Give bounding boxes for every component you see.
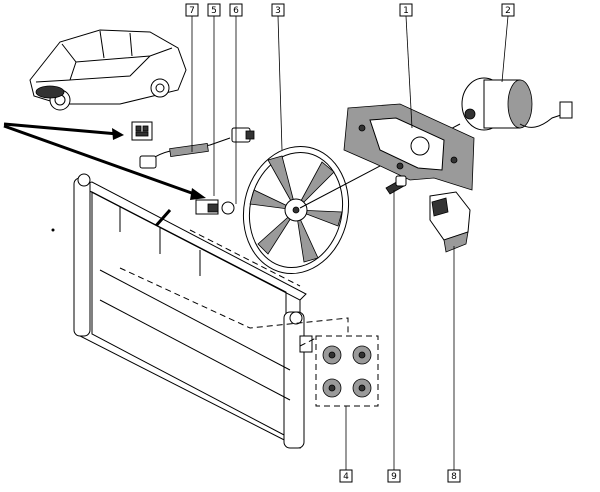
callout-1: 1 bbox=[399, 3, 413, 17]
screw bbox=[385, 175, 407, 195]
fan-assembly bbox=[242, 145, 350, 275]
callout-9-label: 9 bbox=[391, 472, 397, 482]
stray-dot bbox=[51, 228, 55, 232]
callout-4: 4 bbox=[339, 469, 353, 483]
callout-9: 9 bbox=[387, 469, 401, 483]
callout-5: 5 bbox=[207, 3, 221, 17]
callout-8: 8 bbox=[447, 469, 461, 483]
mounting-bracket bbox=[343, 103, 475, 191]
fan-motor bbox=[461, 77, 573, 131]
callout-3-label: 3 bbox=[275, 6, 281, 16]
grommet-set bbox=[315, 335, 379, 407]
callout-7: 7 bbox=[185, 3, 199, 17]
car-radiator-highlight bbox=[35, 85, 65, 99]
wiring-harness bbox=[139, 127, 255, 169]
dashed-guides bbox=[119, 229, 349, 347]
callout-6: 6 bbox=[229, 3, 243, 17]
callout-6-label: 6 bbox=[233, 6, 239, 16]
callout-8-label: 8 bbox=[451, 472, 457, 482]
callout-3: 3 bbox=[271, 3, 285, 17]
cover-cap bbox=[429, 191, 471, 253]
leader-lines bbox=[191, 15, 509, 470]
callout-4-label: 4 bbox=[343, 472, 349, 482]
callout-7-label: 7 bbox=[189, 6, 195, 16]
callout-1-label: 1 bbox=[403, 6, 409, 16]
callout-2: 2 bbox=[501, 3, 515, 17]
callout-5-label: 5 bbox=[211, 6, 217, 16]
connector-icon bbox=[131, 121, 153, 141]
thermal-sensor bbox=[195, 199, 235, 215]
car-illustration bbox=[29, 29, 187, 111]
callout-2-label: 2 bbox=[505, 6, 511, 16]
radiator bbox=[73, 173, 313, 449]
